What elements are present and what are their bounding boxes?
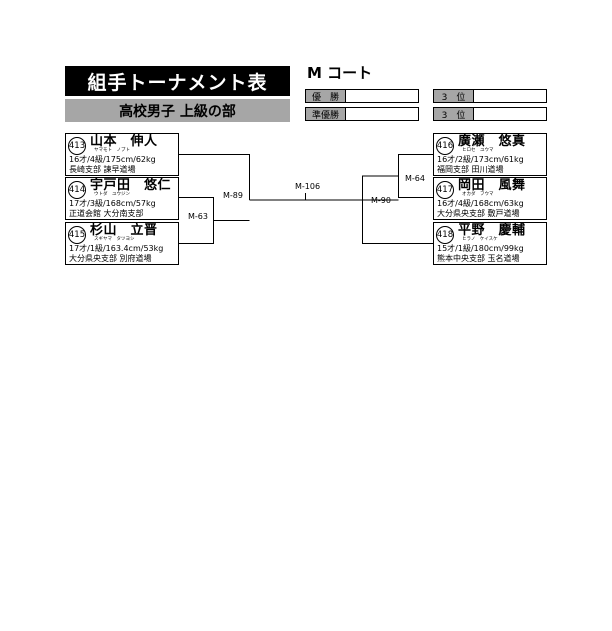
player-club: 正道会館 大分南支部: [69, 209, 144, 218]
player-kana: ヒラノ ケイスケ: [462, 237, 498, 242]
player-number: 414: [68, 181, 86, 199]
player-name: 平野 慶輔: [458, 223, 526, 238]
player-kana: スギヤマ タツヨシ: [94, 237, 135, 242]
player-stats: 15才/1級/180cm/99kg: [437, 244, 524, 253]
match-label-m90: M-90: [371, 196, 391, 205]
player-number: 417: [436, 181, 454, 199]
player-card-418: 418 平野 慶輔 ヒラノ ケイスケ 15才/1級/180cm/99kg 熊本中…: [433, 222, 547, 265]
player-stats: 16才/4級/168cm/63kg: [437, 199, 524, 208]
player-kana: ヒロセ ユウマ: [462, 148, 494, 153]
player-stats: 16才/2級/173cm/61kg: [437, 155, 524, 164]
third-place-field-2: [473, 107, 547, 121]
division-subtitle: 高校男子 上級の部: [65, 99, 290, 122]
player-number: 413: [68, 137, 86, 155]
player-number: 416: [436, 137, 454, 155]
player-card-414: 414 宇戸田 悠仁 ウトダ ユウジン 17才/3級/168cm/57kg 正道…: [65, 177, 179, 220]
player-club: 大分県央支部 別府道場: [69, 254, 152, 263]
player-card-417: 417 岡田 風舞 オカダ フウマ 16才/4級/168cm/63kg 大分県央…: [433, 177, 547, 220]
player-name: 廣瀬 悠真: [458, 134, 526, 149]
player-stats: 16才/4級/175cm/62kg: [69, 155, 156, 164]
player-card-415: 415 杉山 立晋 スギヤマ タツヨシ 17才/1級/163.4cm/53kg …: [65, 222, 179, 265]
player-name: 杉山 立晋: [90, 223, 158, 238]
player-club: 熊本中央支部 玉名道場: [437, 254, 520, 263]
bracket-line-413: [178, 154, 250, 200]
player-card-416: 416 廣瀬 悠真 ヒロセ ユウマ 16才/2級/173cm/61kg 福岡支部…: [433, 133, 547, 176]
player-club: 大分県央支部 敷戸道場: [437, 209, 520, 218]
player-stats: 17才/1級/163.4cm/53kg: [69, 244, 164, 253]
player-kana: ヤマモト ノブト: [94, 148, 130, 153]
player-name: 山本 伸人: [90, 134, 158, 149]
match-label-m64: M-64: [405, 174, 425, 183]
match-label-m106: M-106: [295, 182, 321, 191]
player-kana: オカダ フウマ: [462, 192, 494, 197]
player-name: 岡田 風舞: [458, 178, 526, 193]
match-label-m63: M-63: [188, 212, 208, 221]
player-club: 長崎支部 諫早道場: [69, 165, 136, 174]
player-card-413: 413 山本 伸人 ヤマモト ノブト 16才/4級/175cm/62kg 長崎支…: [65, 133, 179, 176]
player-number: 418: [436, 226, 454, 244]
player-stats: 17才/3級/168cm/57kg: [69, 199, 156, 208]
player-number: 415: [68, 226, 86, 244]
winner-field: [345, 89, 419, 103]
runner-up-field: [345, 107, 419, 121]
tournament-title: 組手トーナメント表: [65, 66, 290, 96]
player-name: 宇戸田 悠仁: [90, 178, 172, 193]
third-place-field-1: [473, 89, 547, 103]
court-label: M コート: [307, 64, 373, 82]
player-club: 福岡支部 田川道場: [437, 165, 504, 174]
player-kana: ウトダ ユウジン: [94, 192, 130, 197]
match-label-m89: M-89: [223, 191, 243, 200]
bracket-line-m64-418: [362, 175, 434, 244]
winner-label: 優 勝: [305, 89, 346, 103]
